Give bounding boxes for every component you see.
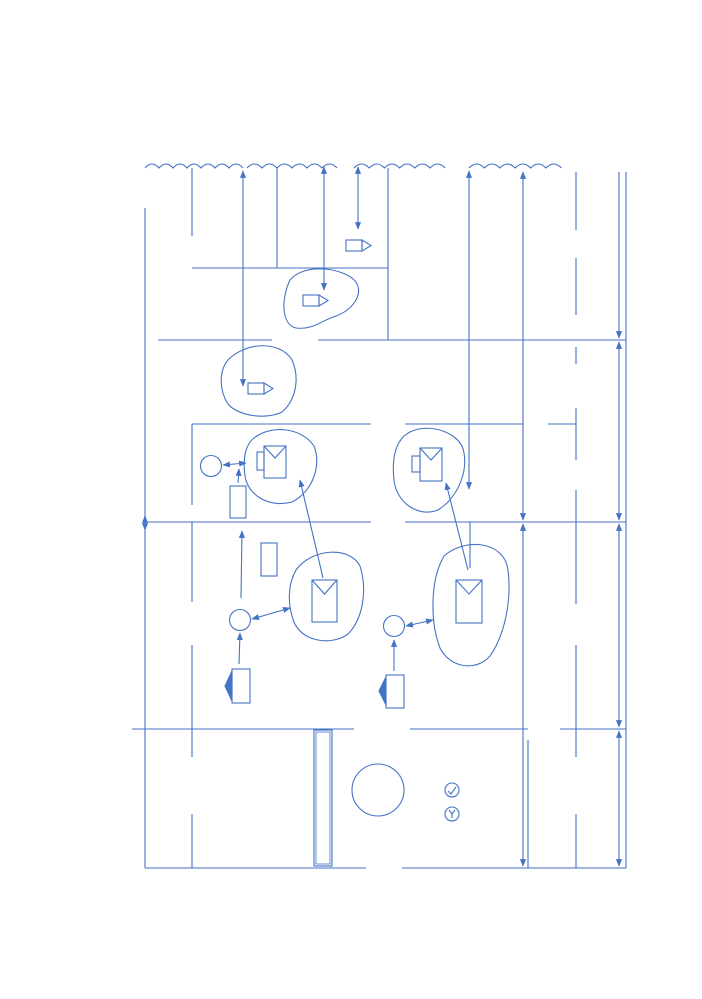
round-table-icon [351, 763, 405, 817]
link-person3-monitor [405, 618, 434, 628]
printer-icon [224, 668, 251, 704]
link-monitor4-monitor2 [444, 482, 469, 571]
table-icon [260, 542, 278, 577]
zone-blob-6 [432, 543, 510, 667]
cameras [247, 239, 373, 395]
phone-icon [444, 806, 460, 822]
people [199, 454, 406, 638]
misc-icons [444, 782, 460, 822]
link-table-to-person-1 [235, 468, 242, 484]
person-icon [199, 454, 223, 478]
window-scallops [144, 163, 562, 169]
link-printer1-person [236, 632, 243, 665]
clock-icon [444, 782, 460, 798]
camera-icon [345, 239, 373, 252]
link-monitor3-monitor1 [298, 479, 324, 579]
long-table-icon [313, 729, 333, 867]
person-icon [228, 608, 252, 632]
monitor-icon [311, 579, 338, 623]
monitor-icon [256, 445, 287, 479]
zone-blob-3 [243, 429, 318, 504]
monitor-icon [411, 447, 443, 482]
scallop-3 [353, 163, 446, 169]
zone-blob-2 [220, 345, 297, 417]
zone-blob-4 [392, 427, 466, 513]
printers [224, 668, 405, 709]
camera-icon [247, 382, 275, 395]
zone-blob-1 [283, 268, 360, 329]
link-person-monitor-1 [222, 460, 247, 468]
camera-icon [302, 294, 330, 307]
tables [229, 485, 405, 867]
zone-blob-5 [288, 551, 365, 642]
scallop-4 [468, 163, 562, 169]
person-icon [382, 614, 406, 638]
workstations [256, 445, 483, 624]
connection-arrows [222, 166, 473, 671]
monitor-icon [455, 579, 483, 624]
printer-icon [378, 674, 405, 709]
table-icon [229, 485, 247, 519]
dimension-arrows [141, 171, 623, 867]
walls [132, 168, 627, 869]
link-person2-monitor [251, 606, 291, 621]
link-person2-up [238, 530, 245, 599]
long-table-inner [315, 731, 331, 865]
scallop-1 [144, 163, 244, 169]
